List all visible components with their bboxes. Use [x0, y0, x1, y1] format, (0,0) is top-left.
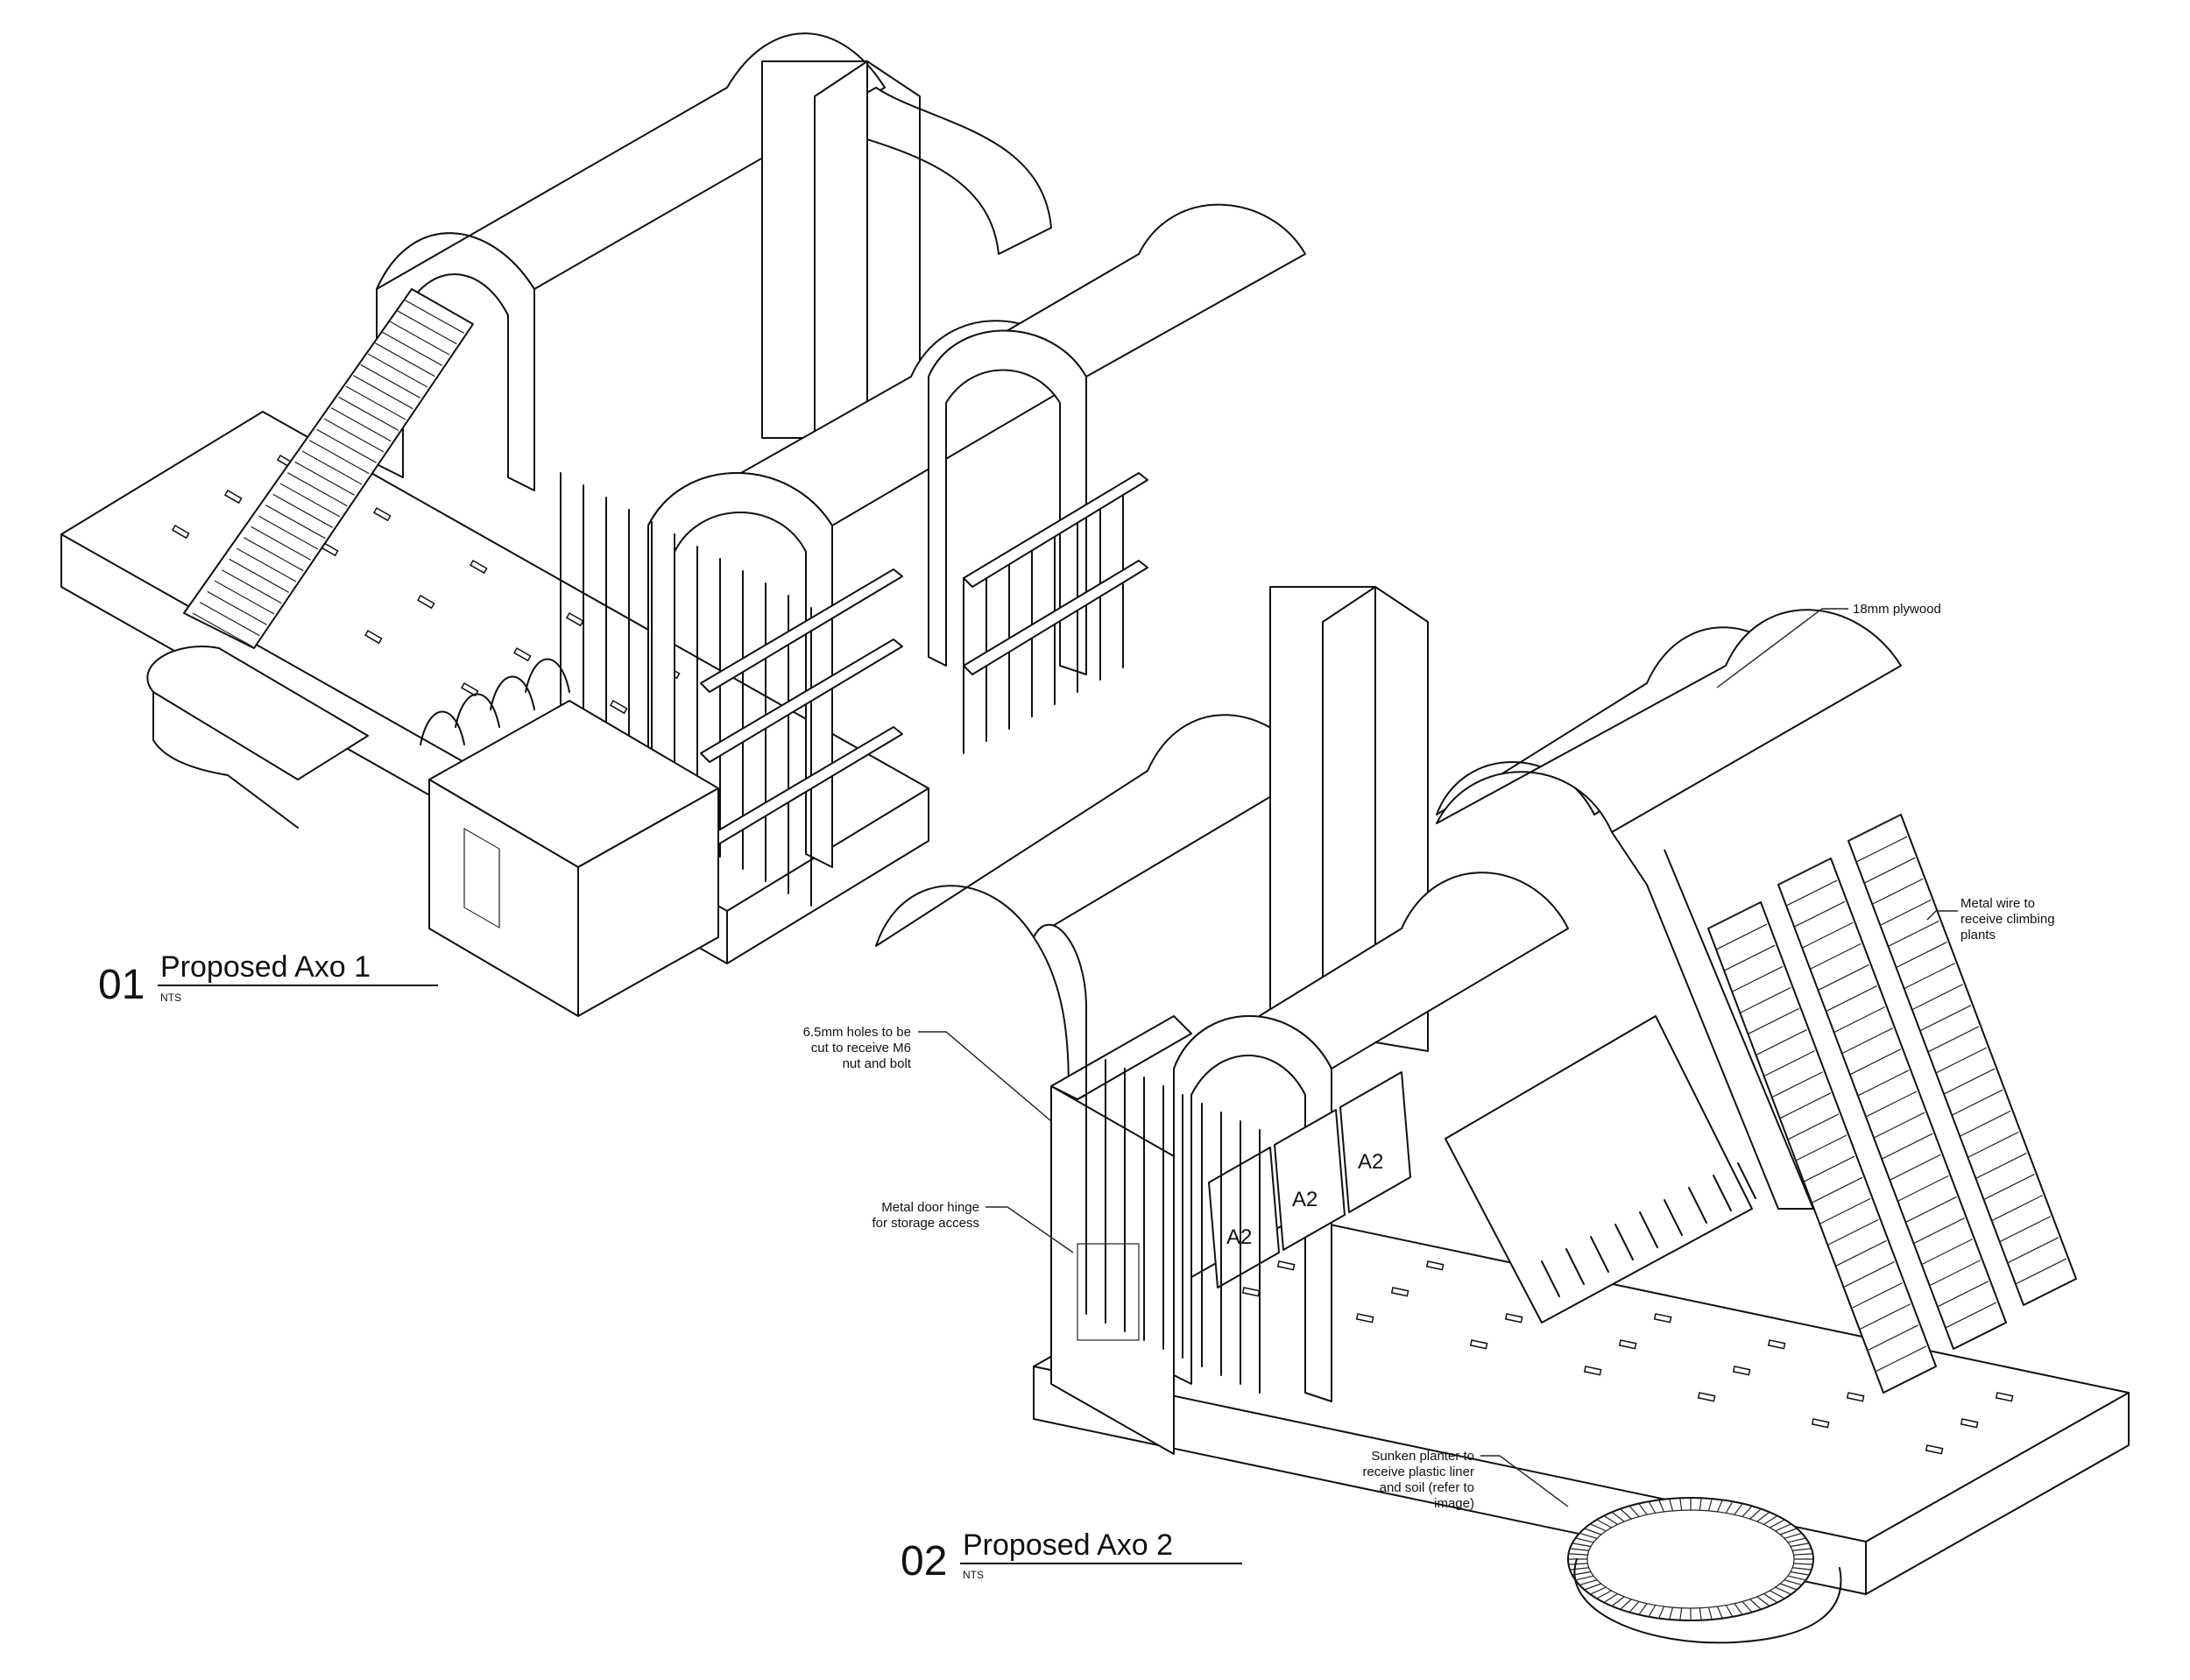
annotation-plywood: 18mm plywood — [1716, 602, 1941, 688]
drawing-scale: NTS — [963, 1569, 984, 1581]
title-block-axo-1: 01 Proposed Axo 1 NTS — [98, 950, 438, 1008]
annotation-door-hinge: Metal door hinge for storage access — [872, 1200, 1074, 1253]
axo-1-drawing — [60, 32, 1306, 1017]
svg-text:receive climbing: receive climbing — [1960, 912, 2055, 927]
panel-label: A2 — [1226, 1225, 1252, 1249]
annotation-metal-wire: Metal wire to receive climbing plants — [1926, 896, 2055, 942]
svg-text:6.5mm holes to be: 6.5mm holes to be — [803, 1025, 911, 1040]
drawing-title: Proposed Axo 1 — [160, 950, 371, 984]
svg-text:nut and bolt: nut and bolt — [843, 1056, 912, 1071]
axo-2-drawing: A2 A2 A2 — [875, 586, 2130, 1644]
svg-text:receive plastic liner: receive plastic liner — [1362, 1465, 1474, 1479]
svg-text:image): image) — [1434, 1496, 1474, 1511]
drawing-number: 01 — [98, 962, 145, 1008]
svg-text:Sunken planter to: Sunken planter to — [1371, 1449, 1474, 1464]
annotation-sunken-planter: Sunken planter to receive plastic liner … — [1362, 1449, 1569, 1511]
title-block-axo-2: 02 Proposed Axo 2 NTS — [901, 1528, 1242, 1585]
svg-text:cut to receive M6: cut to receive M6 — [811, 1041, 911, 1055]
svg-text:plants: plants — [1960, 928, 1996, 942]
drawing-number: 02 — [901, 1538, 947, 1585]
svg-text:and soil (refer to: and soil (refer to — [1380, 1480, 1474, 1495]
svg-text:Metal door hinge: Metal door hinge — [881, 1200, 979, 1215]
drawing-title: Proposed Axo 2 — [963, 1528, 1173, 1562]
svg-text:Metal wire to: Metal wire to — [1960, 896, 2035, 911]
panel-label: A2 — [1358, 1150, 1383, 1174]
annotation-bolt-holes: 6.5mm holes to be cut to receive M6 nut … — [803, 1025, 1052, 1122]
drawing-scale: NTS — [160, 992, 181, 1004]
svg-text:18mm plywood: 18mm plywood — [1853, 602, 1941, 617]
svg-text:for storage access: for storage access — [872, 1216, 979, 1231]
panel-label: A2 — [1292, 1188, 1318, 1211]
